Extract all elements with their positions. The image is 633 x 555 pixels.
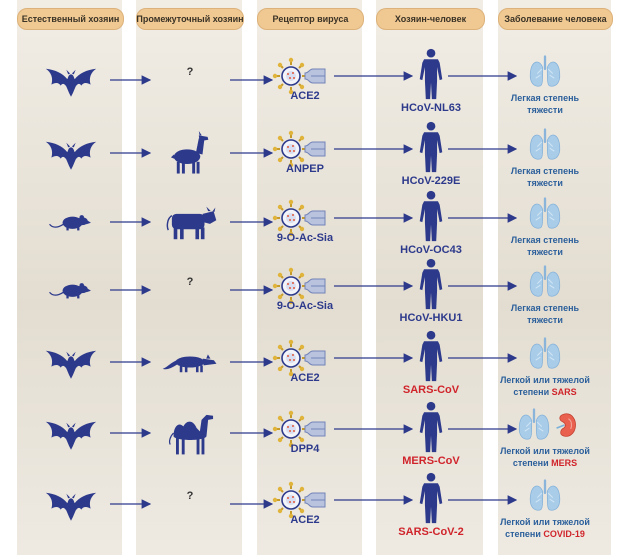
disease-label-line2: степени COVID-19 <box>505 529 585 539</box>
disease-label-line2: степени MERS <box>512 458 578 468</box>
lungs-icon <box>529 55 561 88</box>
lungs-icon <box>529 197 561 230</box>
disease-label: Легкой или тяжелой степени SARS <box>490 374 600 398</box>
virus-name-label: SARS-CoV <box>402 384 460 396</box>
virus-receptor-icon <box>271 129 326 169</box>
bat-icon <box>45 492 97 521</box>
disease-label-line1: Легкая степень <box>510 303 580 313</box>
virus-name-label: MERS-CoV <box>402 455 460 467</box>
bat-icon <box>45 68 97 97</box>
lungs-icon <box>518 408 550 441</box>
disease-label-line1: Легкой или тяжелой <box>500 517 590 527</box>
disease-label-line2: степени SARS <box>513 387 577 397</box>
disease-tag: COVID-19 <box>543 529 585 539</box>
human-icon <box>419 190 443 242</box>
disease-label-line1: Легкая степень <box>510 166 580 176</box>
unknown-host-mark: ? <box>186 490 194 502</box>
human-icon <box>419 472 443 524</box>
receptor-label: 9-O-Ac-Sia <box>276 300 334 312</box>
bat-icon <box>45 421 97 450</box>
header-human-host: Хозяин-человек <box>376 8 485 30</box>
human-icon <box>419 401 443 453</box>
civet-icon <box>162 354 217 373</box>
unknown-host-mark: ? <box>186 66 194 78</box>
disease-label-line2: тяжести <box>527 178 563 188</box>
column-intermediate-host <box>136 0 242 555</box>
header-human-disease: Заболевание человека <box>498 8 613 30</box>
llama-icon <box>170 131 209 174</box>
virus-receptor-icon <box>271 266 326 306</box>
disease-label-line2: тяжести <box>527 105 563 115</box>
lungs-icon <box>529 128 561 161</box>
disease-label-line2: тяжести <box>527 315 563 325</box>
virus-name-label: HCoV-NL63 <box>401 102 461 114</box>
disease-label-line1: Легкая степень <box>510 93 580 103</box>
receptor-label: ANPEP <box>286 163 324 175</box>
receptor-label: 9-O-Ac-Sia <box>276 232 334 244</box>
header-virus-receptor: Рецептор вируса <box>257 8 364 30</box>
lungs-icon <box>529 265 561 298</box>
receptor-label: ACE2 <box>290 90 320 102</box>
human-icon <box>419 121 443 173</box>
virus-name-label: HCoV-HKU1 <box>399 312 463 324</box>
header-natural-host: Естественный хозяин <box>17 8 124 30</box>
disease-label: Легкой или тяжелой степени COVID-19 <box>490 516 600 540</box>
virus-receptor-icon <box>271 480 326 520</box>
disease-tag: MERS <box>551 458 578 468</box>
kidney-icon <box>555 412 577 438</box>
camel-icon <box>168 414 214 456</box>
header-intermediate-host: Промежуточный хозяин <box>136 8 244 30</box>
virus-receptor-icon <box>271 198 326 238</box>
human-icon <box>419 330 443 382</box>
disease-tag: SARS <box>551 387 577 397</box>
human-icon <box>419 48 443 100</box>
receptor-label: ACE2 <box>290 514 320 526</box>
human-icon <box>419 258 443 310</box>
unknown-host-mark: ? <box>186 276 194 288</box>
virus-name-label: HCoV-229E <box>401 175 461 187</box>
bat-icon <box>45 350 97 379</box>
disease-label: Легкая степень тяжести <box>490 165 600 189</box>
disease-label-line1: Легкой или тяжелой <box>500 446 590 456</box>
virus-receptor-icon <box>271 338 326 378</box>
virus-name-label: SARS-CoV-2 <box>398 526 464 538</box>
receptor-label: ACE2 <box>290 372 320 384</box>
virus-receptor-icon <box>271 409 326 449</box>
rodent-icon <box>48 214 92 232</box>
disease-label-line1: Легкая степень <box>510 235 580 245</box>
virus-receptor-icon <box>271 56 326 96</box>
virus-name-label: HCoV-OC43 <box>400 244 462 256</box>
column-virus-receptor <box>257 0 362 555</box>
disease-label: Легкой или тяжелой степени MERS <box>490 445 600 469</box>
lungs-icon <box>529 337 561 370</box>
receptor-label: DPP4 <box>290 443 320 455</box>
lungs-icon <box>529 479 561 512</box>
disease-label-line1: Легкой или тяжелой <box>500 375 590 385</box>
disease-label: Легкая степень тяжести <box>490 234 600 258</box>
disease-label: Легкая степень тяжести <box>490 302 600 326</box>
rodent-icon <box>48 282 92 300</box>
bat-icon <box>45 141 97 170</box>
disease-label-line2: тяжести <box>527 247 563 257</box>
disease-label: Легкая степень тяжести <box>490 92 600 116</box>
cow-icon <box>166 205 218 240</box>
